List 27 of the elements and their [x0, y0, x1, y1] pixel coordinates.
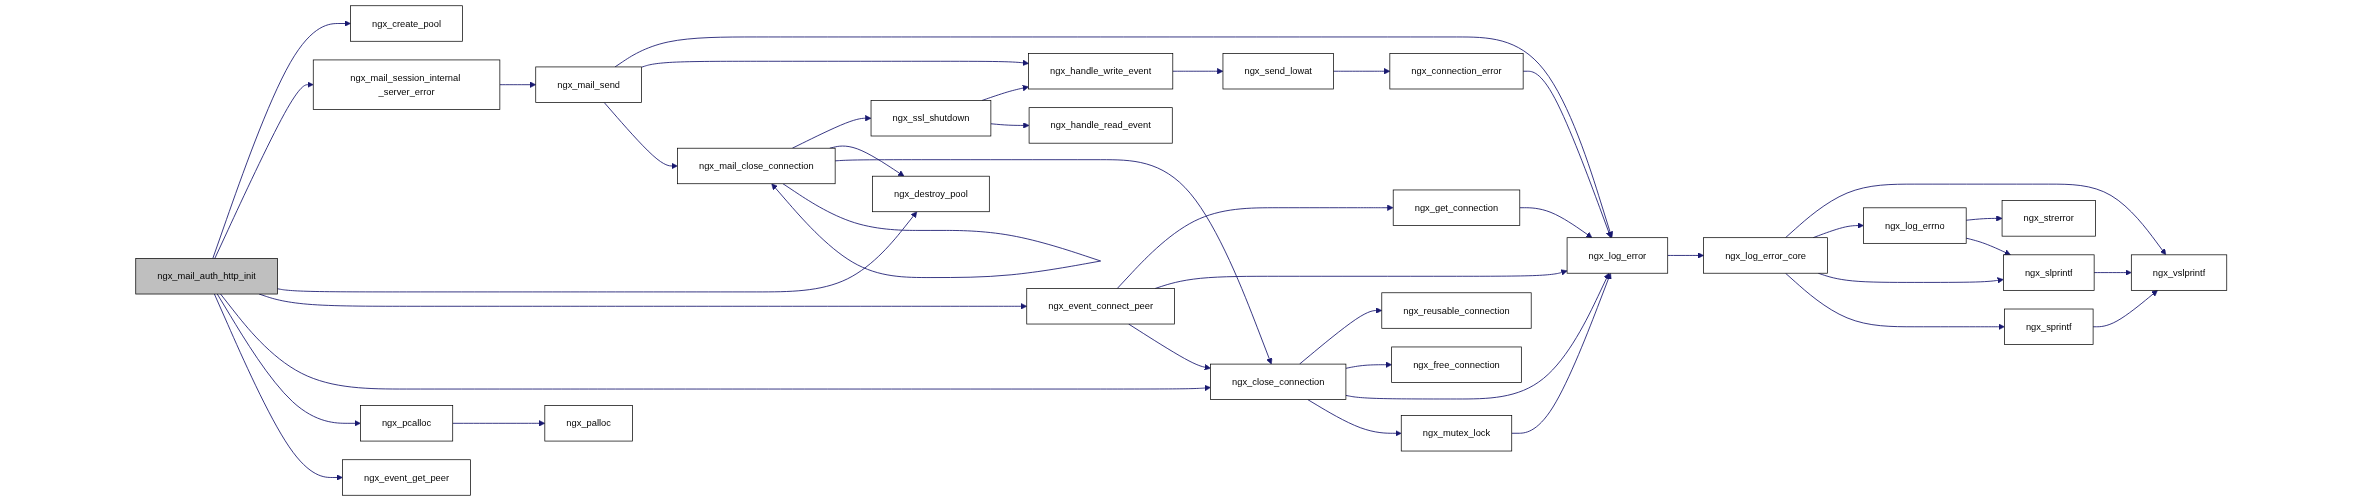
node-box: ngx_log_error [1566, 237, 1669, 274]
node-box: ngx_mail_session_internal _server_error [313, 59, 501, 110]
node-box: ngx_pcalloc [360, 405, 454, 442]
node-box: ngx_sprintf [2004, 308, 2094, 345]
node-box: ngx_vslprintf [2131, 254, 2228, 291]
node-box: ngx_handle_write_event [1028, 53, 1174, 90]
node-box: ngx_create_pool [350, 5, 464, 42]
node-box: ngx_close_connection [1210, 363, 1347, 400]
node-box: ngx_free_connection [1391, 346, 1522, 383]
node-box: ngx_mail_send [535, 66, 643, 103]
node-box: ngx_reusable_connection [1381, 292, 1532, 329]
node-box: ngx_palloc [544, 405, 634, 442]
node-box: ngx_handle_read_event [1029, 107, 1173, 144]
node-box: ngx_connection_error [1389, 53, 1524, 90]
node-box: ngx_log_errno [1863, 207, 1967, 244]
node-box: ngx_log_error_core [1703, 237, 1829, 274]
node-box: ngx_send_lowat [1222, 53, 1335, 90]
node-box: ngx_ssl_shutdown [870, 100, 992, 137]
node-box: ngx_event_get_peer [342, 459, 472, 496]
node-box: ngx_mail_close_connection [677, 147, 836, 185]
node-box: ngx_mail_auth_http_init [135, 258, 278, 295]
node-box: ngx_destroy_pool [872, 175, 990, 213]
node-box: ngx_get_connection [1393, 189, 1521, 226]
node-box: ngx_mutex_lock [1401, 415, 1513, 452]
node-box: ngx_event_connect_peer [1026, 288, 1176, 325]
node-box: ngx_slprintf [2003, 254, 2095, 291]
node-box: ngx_strerror [2001, 200, 2097, 237]
